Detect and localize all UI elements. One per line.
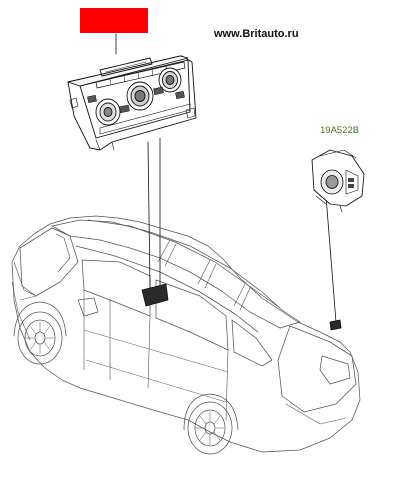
car-side-window-front xyxy=(81,259,151,317)
panel-knob-center xyxy=(126,81,154,111)
panel-top-face xyxy=(67,55,189,87)
website-label: www.Britauto.ru xyxy=(214,28,299,40)
redacted-part-number-box xyxy=(80,8,148,33)
car-tail-light xyxy=(319,355,351,385)
panel-button xyxy=(153,86,164,96)
car-roof-rail-left xyxy=(87,219,281,309)
part-number-label: 19A522B xyxy=(320,125,360,136)
panel-knob-right xyxy=(158,67,182,93)
car-rear-wheel xyxy=(183,393,239,455)
car-bonnet xyxy=(13,261,37,301)
car-door-lines xyxy=(83,289,229,421)
car-front-control-location xyxy=(141,283,169,307)
car-illustration xyxy=(11,215,361,455)
module-button xyxy=(348,178,354,182)
car-body-outline xyxy=(11,215,361,453)
car-windscreen xyxy=(19,227,79,297)
panel-mounting-tab xyxy=(185,107,196,119)
car-rear-control-location xyxy=(329,319,342,331)
car-front-wheel xyxy=(13,301,67,365)
panel-knob-left xyxy=(95,98,121,126)
car-tailgate xyxy=(277,325,357,413)
front-climate-control-panel xyxy=(67,55,197,151)
panel-button xyxy=(87,94,97,104)
car-roof xyxy=(51,219,301,329)
rear-climate-control-module xyxy=(311,149,365,213)
panel-lower-strip xyxy=(99,103,191,135)
leader-lines xyxy=(115,33,337,323)
panel-display xyxy=(99,57,153,77)
panel-button xyxy=(119,104,130,114)
panel-button xyxy=(175,90,185,100)
car-rear-quarter-window xyxy=(231,319,273,367)
module-button xyxy=(348,184,354,188)
panel-mounting-tab xyxy=(69,97,79,109)
car-side-mirror xyxy=(77,297,99,317)
car-roof-rail-right xyxy=(75,245,259,333)
